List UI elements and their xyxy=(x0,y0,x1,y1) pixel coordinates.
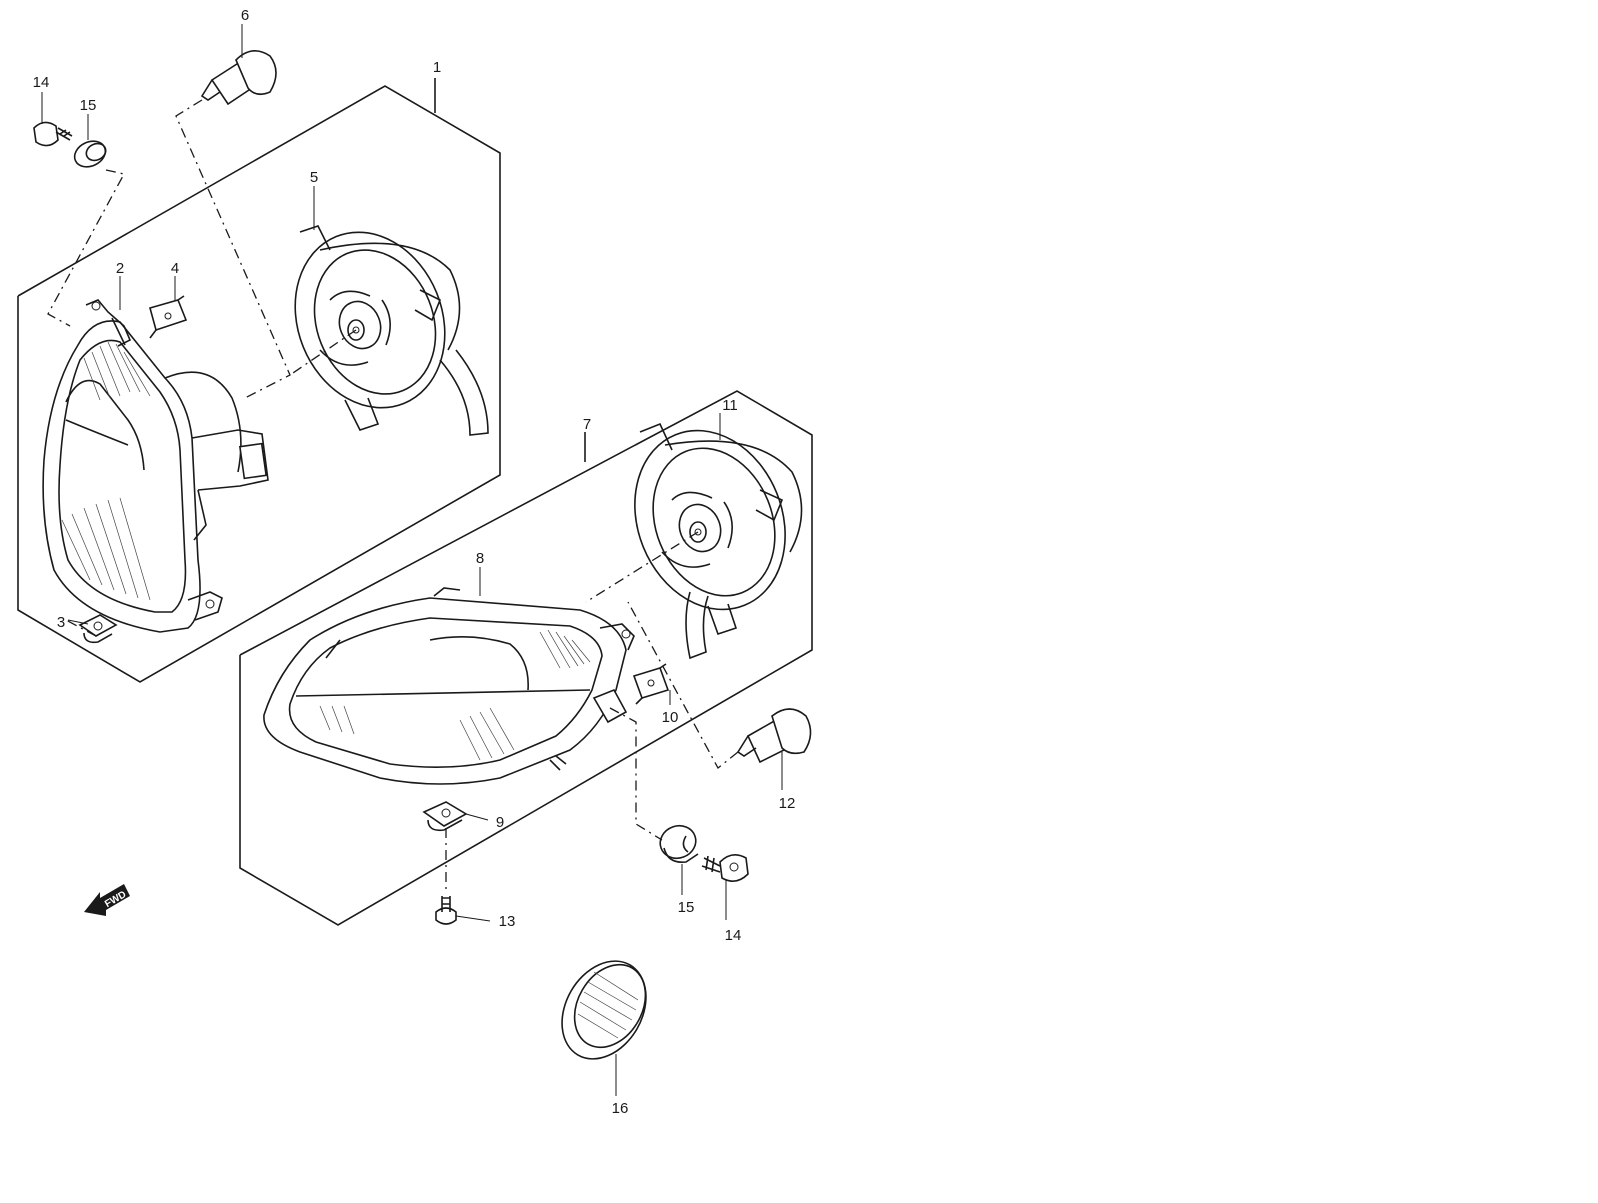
callout-9: 9 xyxy=(496,814,504,831)
callout-10: 10 xyxy=(662,709,679,726)
reflector-16 xyxy=(561,960,647,1060)
callout-12: 12 xyxy=(779,795,796,812)
callout-14-upper: 14 xyxy=(33,74,50,91)
fwd-label: FWD xyxy=(103,889,128,910)
clip-nut-3 xyxy=(78,614,118,644)
callout-13: 13 xyxy=(499,913,516,930)
callout-6: 6 xyxy=(241,7,249,24)
callout-7: 7 xyxy=(583,416,591,433)
screw-14-lower xyxy=(701,854,749,882)
callout-11: 11 xyxy=(722,397,738,414)
callout-5: 5 xyxy=(310,169,318,186)
callout-3: 3 xyxy=(57,614,65,631)
bulb-lower-12 xyxy=(736,708,812,764)
callout-8: 8 xyxy=(476,550,484,567)
leader-lines xyxy=(41,24,783,1096)
callout-14-lower: 14 xyxy=(725,927,742,944)
screw-13 xyxy=(435,896,457,925)
callout-2: 2 xyxy=(116,260,124,277)
screw-14-upper xyxy=(33,121,73,147)
callout-16: 16 xyxy=(612,1100,629,1117)
callout-15-lower: 15 xyxy=(678,899,695,916)
assembly-frame-upper xyxy=(17,78,501,683)
clip-nut-10 xyxy=(632,663,670,705)
forward-arrow-icon: FWD xyxy=(84,884,130,916)
grommet-15-upper xyxy=(73,140,107,168)
bulb-socket-cover-lower xyxy=(634,422,803,660)
grommet-15-lower xyxy=(659,824,699,864)
assembly-frame-lower xyxy=(239,390,813,926)
connection-lines xyxy=(47,99,739,894)
callout-15-upper: 15 xyxy=(80,97,97,114)
bulb-socket-cover-upper xyxy=(294,225,489,436)
clip-nut-9 xyxy=(422,801,468,832)
headlamp-lower-housing xyxy=(263,587,635,785)
callout-4: 4 xyxy=(171,260,179,277)
callout-1: 1 xyxy=(433,59,441,76)
callout-numbers: 1 2 3 4 5 6 7 8 9 10 11 12 13 14 14 15 1… xyxy=(33,7,796,1117)
clip-nut-4 xyxy=(149,295,188,339)
bulb-upper-6 xyxy=(200,50,277,106)
headlamp-upper-housing xyxy=(42,299,269,633)
